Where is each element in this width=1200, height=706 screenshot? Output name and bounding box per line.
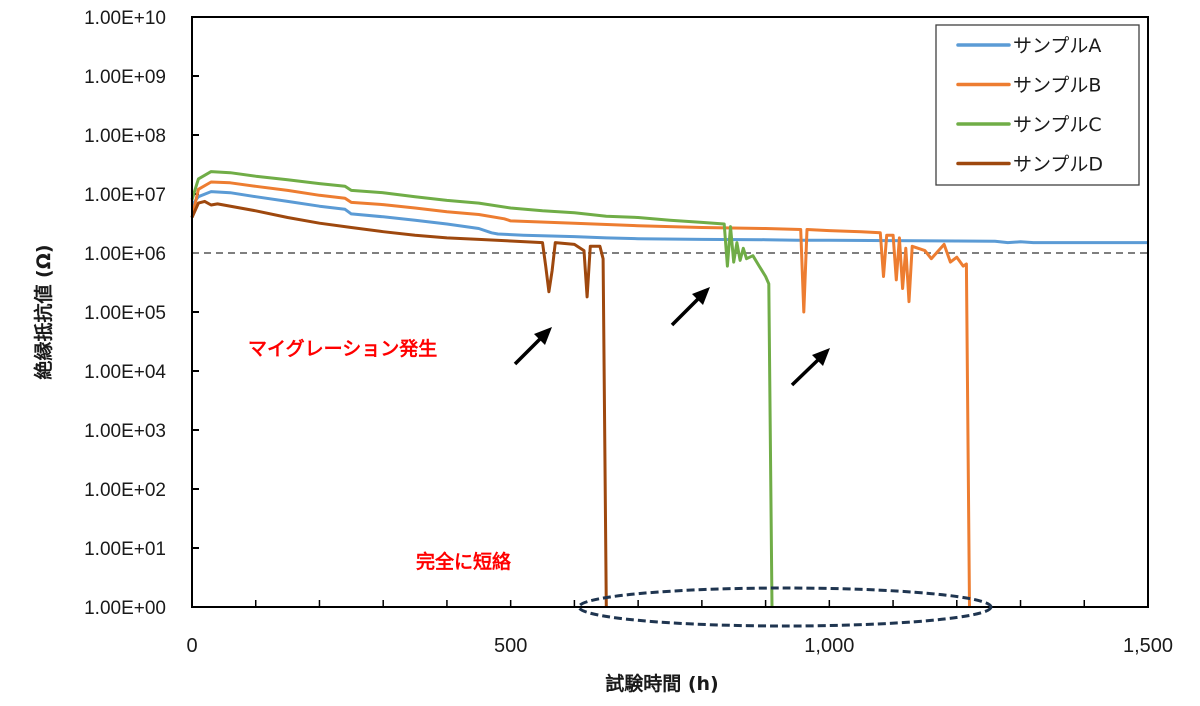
y-axis-tick-labels: 1.00E+10 1.00E+09 1.00E+08 1.00E+07 1.00E+06… [84, 8, 166, 619]
y-tick-label: 1.00E+00 [84, 598, 166, 619]
legend: サンプルA サンプルB サンプルC サンプルD [935, 24, 1140, 186]
legend-label: サンプルD [1013, 154, 1103, 176]
legend-label: サンプルA [1013, 35, 1101, 57]
x-tick-label: 500 [494, 635, 527, 657]
legend-item: サンプルB [956, 75, 1101, 97]
series-line-b [190, 180, 971, 608]
y-tick-label: 1.00E+10 [84, 8, 166, 29]
y-tick-label: 1.00E+07 [84, 185, 166, 206]
series-line-d [190, 199, 608, 608]
x-axis-minor-ticks [254, 600, 1086, 607]
y-tick-label: 1.00E+05 [84, 303, 166, 324]
short-circuit-highlight-ellipse [577, 586, 993, 628]
x-axis-tick-labels: 0 500 1,000 1,500 [186, 635, 1173, 657]
annotation-migration: マイグレーション発生 [248, 337, 437, 360]
y-tick-label: 1.00E+02 [84, 480, 166, 501]
arrow-icon [670, 287, 710, 327]
plot-area-frame [191, 16, 1149, 608]
x-axis-title: 試験時間 (h) [605, 672, 719, 695]
annotation-short-circuit: 完全に短絡 [416, 550, 512, 573]
y-tick-label: 1.00E+09 [84, 67, 166, 88]
legend-label: サンプルC [1013, 114, 1102, 136]
series-lines [190, 170, 1148, 608]
arrow-icon [513, 327, 552, 366]
y-tick-label: 1.00E+03 [84, 421, 166, 442]
y-axis-title: 絶縁抵抗値 (Ω) [32, 244, 55, 379]
x-tick-label: 0 [186, 635, 197, 657]
series-line-c [190, 170, 774, 608]
arrow-icon [790, 348, 830, 387]
y-tick-label: 1.00E+01 [84, 539, 166, 560]
legend-item: サンプルA [956, 35, 1101, 57]
legend-item: サンプルC [956, 114, 1102, 136]
series-line-a [190, 190, 1148, 245]
x-tick-label: 1,500 [1123, 635, 1173, 657]
y-tick-label: 1.00E+08 [84, 126, 166, 147]
legend-item: サンプルD [956, 154, 1103, 176]
legend-box [935, 24, 1140, 186]
y-tick-label: 1.00E+06 [84, 244, 166, 265]
legend-label: サンプルB [1013, 75, 1101, 97]
x-tick-label: 1,000 [804, 635, 854, 657]
y-axis-ticks [192, 75, 199, 549]
y-tick-label: 1.00E+04 [84, 362, 166, 383]
